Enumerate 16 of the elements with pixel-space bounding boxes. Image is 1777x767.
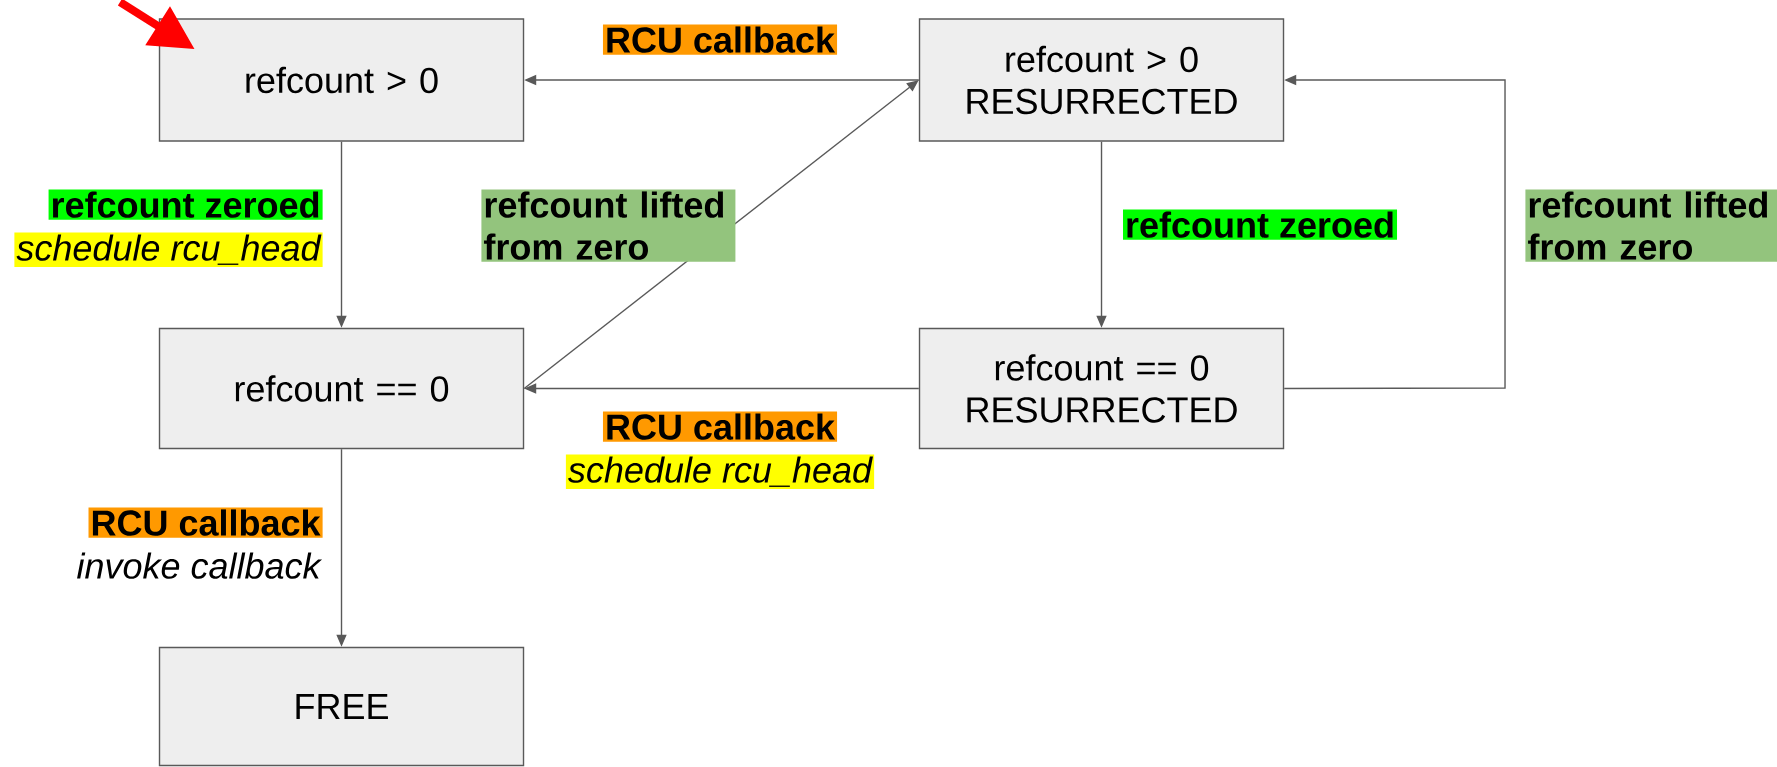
state-box: FREE	[158, 646, 525, 767]
state-box: refcount > 0	[158, 18, 525, 142]
edge-label: RCU callback	[602, 411, 838, 442]
edge-label: refcount zeroed	[48, 189, 323, 220]
note-text: schedule rcu_head	[565, 454, 875, 489]
note-text: invoke callback	[77, 552, 323, 579]
edge-label: refcount lifted from zero	[1525, 189, 1777, 262]
state-box: refcount == 0	[158, 327, 525, 450]
edge-label: refcount zeroed	[1123, 209, 1398, 240]
state-box: refcount == 0 RESURRECTED	[918, 327, 1285, 450]
edge-label: refcount lifted from zero	[481, 189, 736, 262]
arrow	[523, 80, 919, 390]
state-box: refcount > 0 RESURRECTED	[918, 18, 1285, 142]
edge-label: RCU callback	[88, 507, 323, 538]
edge-label: RCU callback	[602, 24, 838, 55]
note-text: schedule rcu_head	[14, 232, 323, 267]
